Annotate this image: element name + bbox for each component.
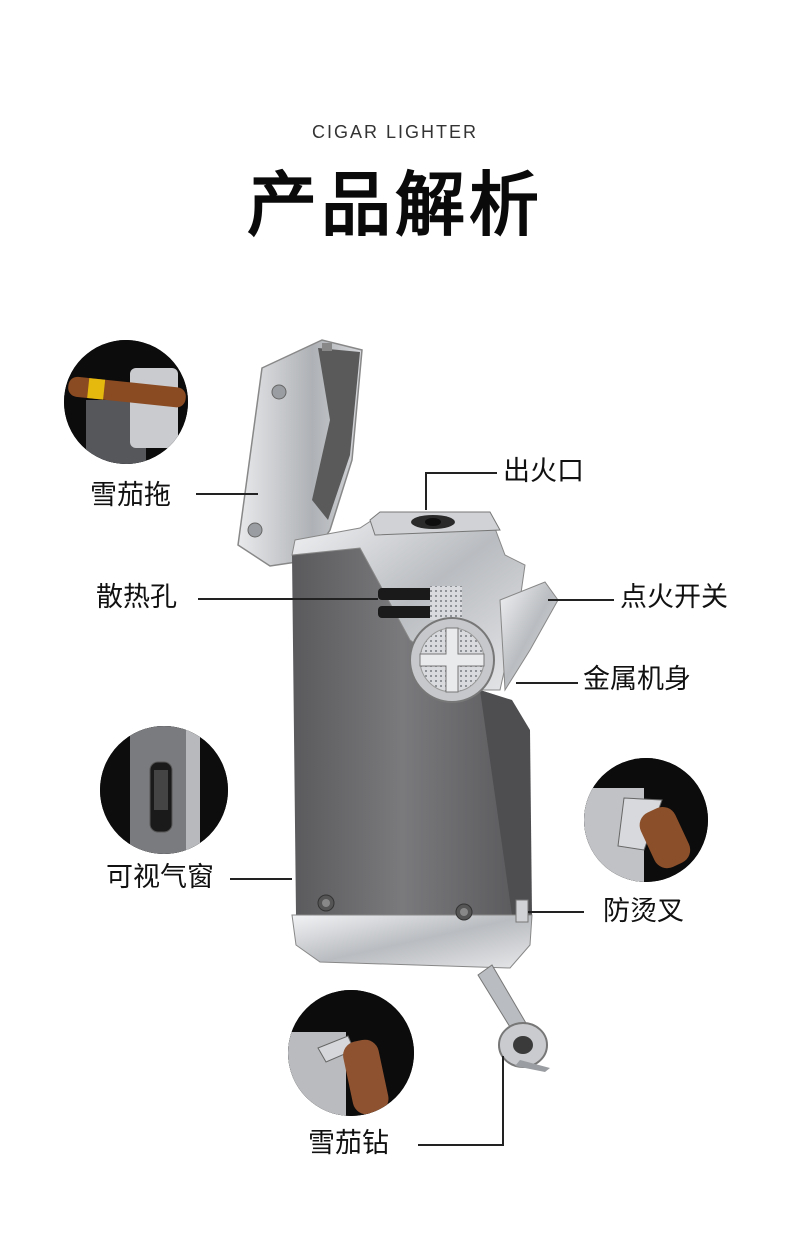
leader-line-metal-body: [516, 682, 578, 684]
label-vent-holes: 散热孔: [96, 582, 177, 613]
page-title: 产品解析: [247, 164, 543, 246]
label-ignition-switch: 点火开关: [620, 582, 728, 613]
label-cigar-punch: 雪茄钻: [308, 1128, 389, 1159]
leader-line-gas-window: [230, 878, 292, 880]
gas-window-detail-image: [100, 726, 228, 854]
label-gas-window: 可视气窗: [106, 862, 214, 893]
leader-line-ignition-switch: [548, 599, 614, 601]
label-metal-body: 金属机身: [583, 664, 691, 695]
body: [291, 511, 559, 969]
leader-line-cigar-rest: [196, 493, 258, 495]
leader-line-cigar-punch-h: [418, 1144, 504, 1146]
lid: [237, 339, 363, 567]
leader-line-anti-scald-fork: [528, 911, 584, 913]
page-subtitle: CIGAR LIGHTER: [311, 122, 479, 142]
cigar-punch-detail-image: [288, 990, 414, 1116]
leader-line-vent-holes: [198, 598, 378, 600]
anti-scald-fork-detail-image: [584, 758, 708, 882]
leader-line-cigar-punch-v: [502, 1056, 504, 1146]
label-cigar-rest: 雪茄拖: [90, 480, 171, 511]
label-flame-outlet: 出火口: [503, 456, 584, 487]
label-anti-scald-fork: 防烫叉: [603, 896, 684, 927]
cigar-rest-detail-image: [64, 340, 188, 464]
cigar-punch-part: [477, 964, 550, 1072]
leader-line-flame-outlet-h: [425, 472, 497, 474]
leader-line-flame-outlet-v: [425, 472, 427, 510]
